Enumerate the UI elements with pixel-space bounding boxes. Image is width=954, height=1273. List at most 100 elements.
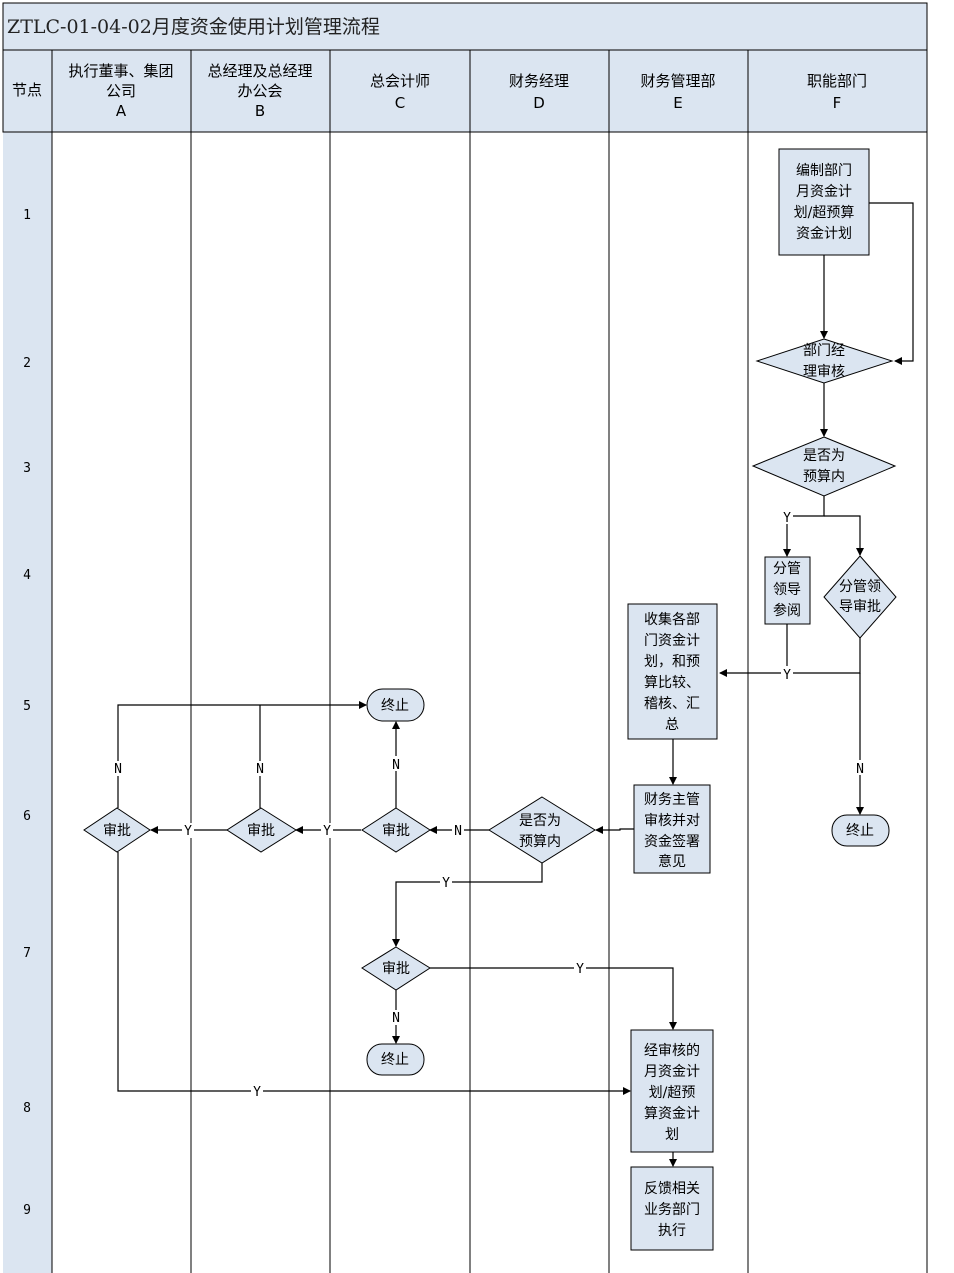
row-number: 8 [23, 1101, 31, 1116]
node-f-prepare-plan: 编制部门 月资金计 划/超预算 资金计划 [778, 148, 870, 256]
svg-text:总: 总 [665, 717, 679, 733]
svg-text:审批: 审批 [247, 823, 275, 839]
node-f-end: 终止 [831, 814, 890, 847]
svg-text:资金签署: 资金签署 [644, 833, 700, 850]
row-number: 9 [23, 1203, 31, 1218]
svg-text:月资金计: 月资金计 [796, 184, 852, 200]
svg-text:稽核、汇: 稽核、汇 [644, 696, 700, 712]
edge-label-y: Y [253, 1085, 261, 1100]
svg-text:门资金计: 门资金计 [644, 633, 700, 649]
svg-text:划/超预: 划/超预 [649, 1085, 696, 1101]
page-title: ZTLC-01-04-02月度资金使用计划管理流程 [7, 16, 380, 38]
svg-text:F: F [833, 94, 842, 112]
header-lane-f: 职能部门 F [807, 72, 867, 112]
edge-label-y: Y [783, 668, 791, 683]
svg-text:审批: 审批 [382, 823, 410, 839]
svg-text:审核并对: 审核并对 [644, 813, 700, 829]
node-e-supervisor-review: 财务主管 审核并对 资金签署 意见 [633, 784, 711, 874]
svg-text:审批: 审批 [103, 823, 131, 839]
svg-text:财务管理部: 财务管理部 [640, 72, 715, 90]
connector [869, 202, 914, 365]
node-f-leader-approve: 分管领 导审批 [823, 555, 897, 639]
svg-text:导审批: 导审批 [839, 599, 881, 615]
svg-text:划/超预算: 划/超预算 [794, 205, 855, 221]
svg-text:财务经理: 财务经理 [509, 72, 569, 90]
edge-label-n: N [454, 824, 462, 839]
header-row [2, 49, 928, 133]
svg-text:终止: 终止 [381, 698, 409, 714]
connector [783, 496, 825, 557]
svg-text:反馈相关: 反馈相关 [644, 1181, 700, 1197]
header-lane-e: 财务管理部 E [640, 72, 715, 112]
svg-text:终止: 终止 [381, 1052, 409, 1068]
edge-label-y: Y [783, 511, 791, 526]
svg-text:公司: 公司 [106, 82, 136, 100]
node-f-dept-manager-review: 部门经 理审核 [755, 338, 894, 384]
svg-text:资金计划: 资金计划 [796, 226, 852, 242]
svg-text:总会计师: 总会计师 [370, 72, 430, 90]
row-number: 3 [23, 461, 31, 476]
svg-text:是否为: 是否为 [519, 813, 561, 829]
svg-text:意见: 意见 [658, 853, 686, 870]
node-c-approve: 审批 [361, 807, 431, 853]
node-c-approve-in-budget: 审批 [361, 946, 431, 991]
node-f-leader-read: 分管 领导 参阅 [764, 556, 811, 625]
node-e-collect-plans: 收集各部 门资金计 划，和预 算比较、 稽核、汇 总 [627, 603, 718, 740]
svg-text:领导: 领导 [773, 582, 801, 598]
header-lane-c: 总会计师 C [370, 72, 430, 112]
edge-label-y: Y [442, 876, 450, 891]
node-c-end-2: 终止 [366, 1043, 425, 1076]
svg-text:预算内: 预算内 [519, 834, 561, 850]
svg-text:参阅: 参阅 [773, 602, 801, 619]
node-f-in-budget-decision: 是否为 预算内 [751, 436, 897, 497]
row-number: 2 [23, 356, 31, 371]
row-number: 7 [23, 946, 31, 961]
svg-text:分管: 分管 [773, 561, 801, 577]
svg-text:执行: 执行 [658, 1223, 686, 1239]
svg-text:职能部门: 职能部门 [807, 72, 867, 90]
node-b-approve: 审批 [226, 807, 297, 853]
edge-label-y: Y [576, 962, 584, 977]
connector [595, 826, 634, 834]
edge-labels: Y Y N N Y Y N N N Y Y N Y [112, 509, 866, 1100]
connector [824, 515, 864, 556]
svg-text:划: 划 [665, 1127, 679, 1143]
node-column [3, 132, 52, 1273]
svg-text:财务主管: 财务主管 [644, 792, 700, 808]
row-number: 6 [23, 809, 31, 824]
svg-text:C: C [395, 94, 405, 112]
svg-text:预算内: 预算内 [803, 469, 845, 485]
header-lane-b: 总经理及总经理 办公会 B [207, 62, 312, 120]
edge-label-n: N [114, 762, 122, 777]
edge-label-n: N [392, 758, 400, 773]
svg-text:部门经: 部门经 [803, 343, 845, 359]
edge-label-y: Y [323, 824, 331, 839]
header-lane-a: 执行董事、集团 公司 A [68, 62, 173, 120]
svg-text:B: B [255, 102, 265, 120]
node-e-approved-plan: 经审核的 月资金计 划/超预 算资金计 划 [630, 1029, 714, 1153]
title-bar [2, 2, 928, 51]
connectors [117, 202, 914, 1167]
edge-label-n: N [856, 762, 864, 777]
svg-text:业务部门: 业务部门 [644, 1202, 700, 1218]
row-number: 4 [23, 568, 31, 583]
svg-text:算比较、: 算比较、 [644, 675, 700, 691]
svg-text:办公会: 办公会 [237, 82, 282, 100]
svg-text:分管领: 分管领 [839, 579, 881, 595]
node-c-end: 终止 [366, 688, 425, 722]
node-e-feedback: 反馈相关 业务部门 执行 [630, 1166, 714, 1251]
edge-label-n: N [256, 762, 264, 777]
svg-text:E: E [673, 94, 682, 112]
svg-text:月资金计: 月资金计 [644, 1064, 700, 1080]
svg-text:总经理及总经理: 总经理及总经理 [207, 62, 312, 80]
node-a-approve: 审批 [83, 807, 151, 853]
svg-text:是否为: 是否为 [803, 448, 845, 464]
svg-text:A: A [116, 102, 127, 120]
svg-text:执行董事、集团: 执行董事、集团 [68, 62, 173, 80]
svg-text:理审核: 理审核 [803, 364, 845, 380]
row-number: 1 [23, 208, 31, 223]
header-lane-d: 财务经理 D [509, 72, 569, 112]
svg-text:终止: 终止 [846, 823, 874, 839]
svg-text:划，和预: 划，和预 [644, 654, 700, 670]
